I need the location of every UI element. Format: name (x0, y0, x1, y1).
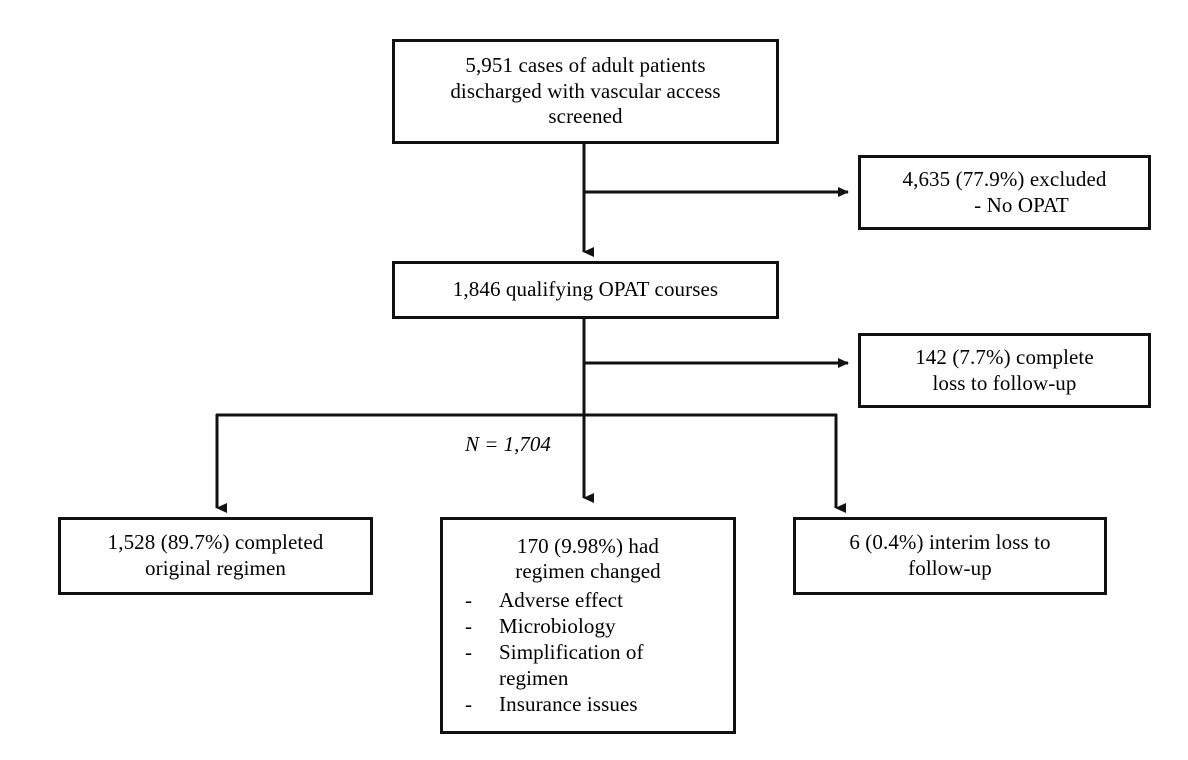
node-screened-line-2: discharged with vascular access (450, 78, 721, 103)
reason-label: Adverse effect (499, 588, 624, 613)
reason-label: Simplification of (499, 640, 644, 665)
dash-marker: - (974, 192, 982, 217)
node-completed-original-regimen: 1,528 (89.7%) completed original regimen (58, 517, 373, 595)
reason-label: Insurance issues (499, 692, 638, 717)
dash-marker: - (465, 692, 473, 717)
reason-label-continued: regimen (499, 666, 569, 691)
node-excluded-dash-item: No OPAT (986, 192, 1069, 217)
node-qualifying-line-1: 1,846 qualifying OPAT courses (452, 277, 719, 302)
dash-marker: - (465, 588, 473, 613)
node-interim-loss-line-1: 6 (0.4%) interim loss to (849, 530, 1051, 555)
reason-item: - Microbiology (465, 613, 733, 639)
reason-item-continuation: regimen (465, 665, 733, 691)
node-changed-line-2: regimen changed (515, 559, 661, 584)
dash-marker: - (465, 640, 473, 665)
node-interim-loss-line-2: follow-up (908, 556, 992, 580)
node-qualifying: 1,846 qualifying OPAT courses (392, 261, 779, 319)
node-interim-loss-to-followup: 6 (0.4%) interim loss to follow-up (793, 517, 1107, 595)
node-changed-reason-list: - Adverse effect - Microbiology - Simpli… (443, 587, 733, 717)
reason-item: - Simplification of (465, 639, 733, 665)
node-excluded: 4,635 (77.9%) excluded - No OPAT (858, 155, 1151, 230)
node-excluded-line-1: 4,635 (77.9%) excluded (902, 166, 1107, 191)
node-complete-loss-to-followup: 142 (7.7%) complete loss to follow-up (858, 333, 1151, 408)
node-screened-line-3: screened (548, 104, 623, 129)
node-changed-line-1: 170 (9.98%) had (516, 533, 660, 558)
reason-item: - Insurance issues (465, 691, 733, 717)
node-complete-loss-line-2: loss to follow-up (932, 370, 1077, 395)
node-screened: 5,951 cases of adult patients discharged… (392, 39, 779, 144)
reason-item: - Adverse effect (465, 587, 733, 613)
node-regimen-changed: 170 (9.98%) had regimen changed - Advers… (440, 517, 736, 734)
node-completed-line-1: 1,528 (89.7%) completed (107, 530, 324, 555)
node-completed-line-2: original regimen (145, 556, 286, 580)
dash-marker: - (465, 614, 473, 639)
node-excluded-dash-row: - No OPAT (940, 193, 1069, 219)
reason-label: Microbiology (499, 614, 616, 639)
node-complete-loss-line-1: 142 (7.7%) complete (915, 344, 1094, 369)
node-screened-line-1: 5,951 cases of adult patients (465, 53, 706, 78)
edge-label-n-remaining: N = 1,704 (462, 432, 554, 457)
